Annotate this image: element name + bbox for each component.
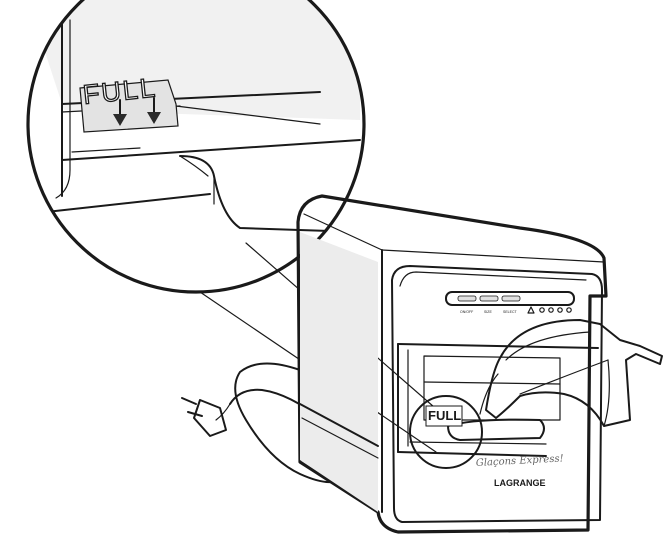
indicator-light-2-icon xyxy=(548,307,554,313)
control-panel: ON/OFF SIZE SELECT xyxy=(445,291,575,314)
indicator-light-4-icon xyxy=(566,307,572,313)
indicator-light-1-icon xyxy=(539,307,545,313)
control-panel-frame xyxy=(445,291,575,306)
warning-indicator-icon xyxy=(527,306,535,314)
machine-full-label: FULL xyxy=(428,408,461,423)
brand-name: LAGRANGE xyxy=(494,478,546,488)
ice-maker-body xyxy=(296,194,608,534)
zoom-circle xyxy=(26,0,366,294)
ice-scoop xyxy=(485,319,663,427)
full-arrow-right-icon xyxy=(147,97,161,124)
detail-circle xyxy=(409,395,483,469)
power-cord xyxy=(215,362,361,483)
full-arrow-left-icon xyxy=(113,99,127,126)
machine-full-label-plate xyxy=(425,405,463,427)
onoff-button-label: ON/OFF xyxy=(460,310,473,314)
product-script-name: Glaçons Express! xyxy=(476,453,564,469)
size-button-label: SIZE xyxy=(484,310,492,314)
indicator-light-3-icon xyxy=(557,307,563,313)
select-button[interactable] xyxy=(501,295,521,302)
zoom-detail xyxy=(28,0,361,233)
size-button[interactable] xyxy=(479,295,499,302)
select-button-label: SELECT xyxy=(503,310,517,314)
onoff-button[interactable] xyxy=(457,295,477,302)
power-plug-icon xyxy=(181,397,227,437)
